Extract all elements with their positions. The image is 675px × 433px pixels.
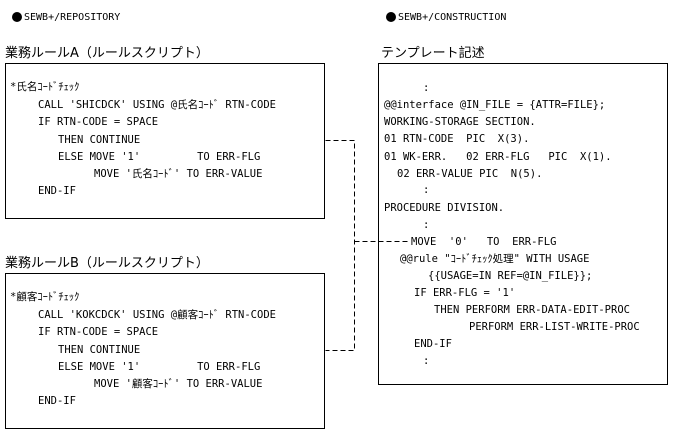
template-line: THEN PERFORM ERR-DATA-EDIT-PROC — [434, 304, 630, 316]
rule-b-line: IF RTN-CODE = SPACE — [38, 326, 159, 338]
rule-a-title: 業務ルールA（ルールスクリプト） — [5, 46, 209, 61]
rule-a-line: THEN CONTINUE — [58, 134, 141, 146]
construction-header-label: SEWB+/CONSTRUCTION — [398, 11, 507, 23]
template-line: : — [423, 219, 430, 231]
template-line: : — [423, 82, 430, 94]
rule-a-box: *氏名ｺｰﾄﾞﾁｪｯｸ CALL 'SHICDCK' USING @氏名ｺｰﾄﾞ… — [5, 63, 325, 219]
template-line: MOVE '0' TO ERR-FLG — [411, 236, 557, 248]
template-line: WORKING-STORAGE SECTION. — [384, 116, 536, 128]
template-line: PROCEDURE DIVISION. — [384, 202, 505, 214]
rule-b-line: CALL 'KOKCDCK' USING @顧客ｺｰﾄﾞ RTN-CODE — [38, 309, 276, 321]
template-line: 01 WK-ERR. 02 ERR-FLG PIC X(1). — [384, 151, 612, 163]
template-line: 02 ERR-VALUE PIC N(5). — [397, 168, 543, 180]
rule-b-line: THEN CONTINUE — [58, 344, 141, 356]
repository-header-label: SEWB+/REPOSITORY — [24, 11, 121, 23]
rule-a-line: *氏名ｺｰﾄﾞﾁｪｯｸ — [10, 81, 80, 93]
rule-b-line: ELSE MOVE '1' TO ERR-FLG — [58, 361, 261, 373]
bullet-icon — [386, 12, 396, 22]
connector-rule-a — [325, 140, 355, 351]
template-line: 01 RTN-CODE PIC X(3). — [384, 133, 530, 145]
rule-a-line: IF RTN-CODE = SPACE — [38, 116, 159, 128]
bullet-icon — [12, 12, 22, 22]
rule-b-title: 業務ルールB（ルールスクリプト） — [5, 256, 209, 271]
template-title: テンプレート記述 — [381, 46, 485, 61]
rule-a-line: END-IF — [38, 185, 76, 197]
rule-b-line: *顧客ｺｰﾄﾞﾁｪｯｸ — [10, 291, 80, 303]
template-line: @@rule "ｺｰﾄﾞﾁｪｯｸ処理" WITH USAGE — [400, 253, 590, 265]
template-box: : @@interface @IN_FILE = {ATTR=FILE}; WO… — [378, 63, 668, 385]
template-line: : — [423, 184, 430, 196]
template-line: {{USAGE=IN REF=@IN_FILE}}; — [428, 270, 593, 282]
repository-header: SEWB+/REPOSITORY — [12, 9, 120, 25]
rule-a-line: CALL 'SHICDCK' USING @氏名ｺｰﾄﾞ RTN-CODE — [38, 99, 276, 111]
rule-b-box: *顧客ｺｰﾄﾞﾁｪｯｸ CALL 'KOKCDCK' USING @顧客ｺｰﾄﾞ… — [5, 273, 325, 429]
rule-a-line: MOVE '氏名ｺｰﾄﾞ' TO ERR-VALUE — [94, 168, 263, 180]
template-line: : — [423, 355, 430, 367]
template-line: @@interface @IN_FILE = {ATTR=FILE}; — [384, 99, 606, 111]
rule-a-line: ELSE MOVE '1' TO ERR-FLG — [58, 151, 261, 163]
template-line: PERFORM ERR-LIST-WRITE-PROC — [469, 321, 640, 333]
rule-b-line: END-IF — [38, 395, 76, 407]
rule-b-line: MOVE '顧客ｺｰﾄﾞ' TO ERR-VALUE — [94, 378, 263, 390]
template-line: END-IF — [414, 338, 452, 350]
construction-header: SEWB+/CONSTRUCTION — [386, 9, 506, 25]
template-line: IF ERR-FLG = '1' — [414, 287, 516, 299]
